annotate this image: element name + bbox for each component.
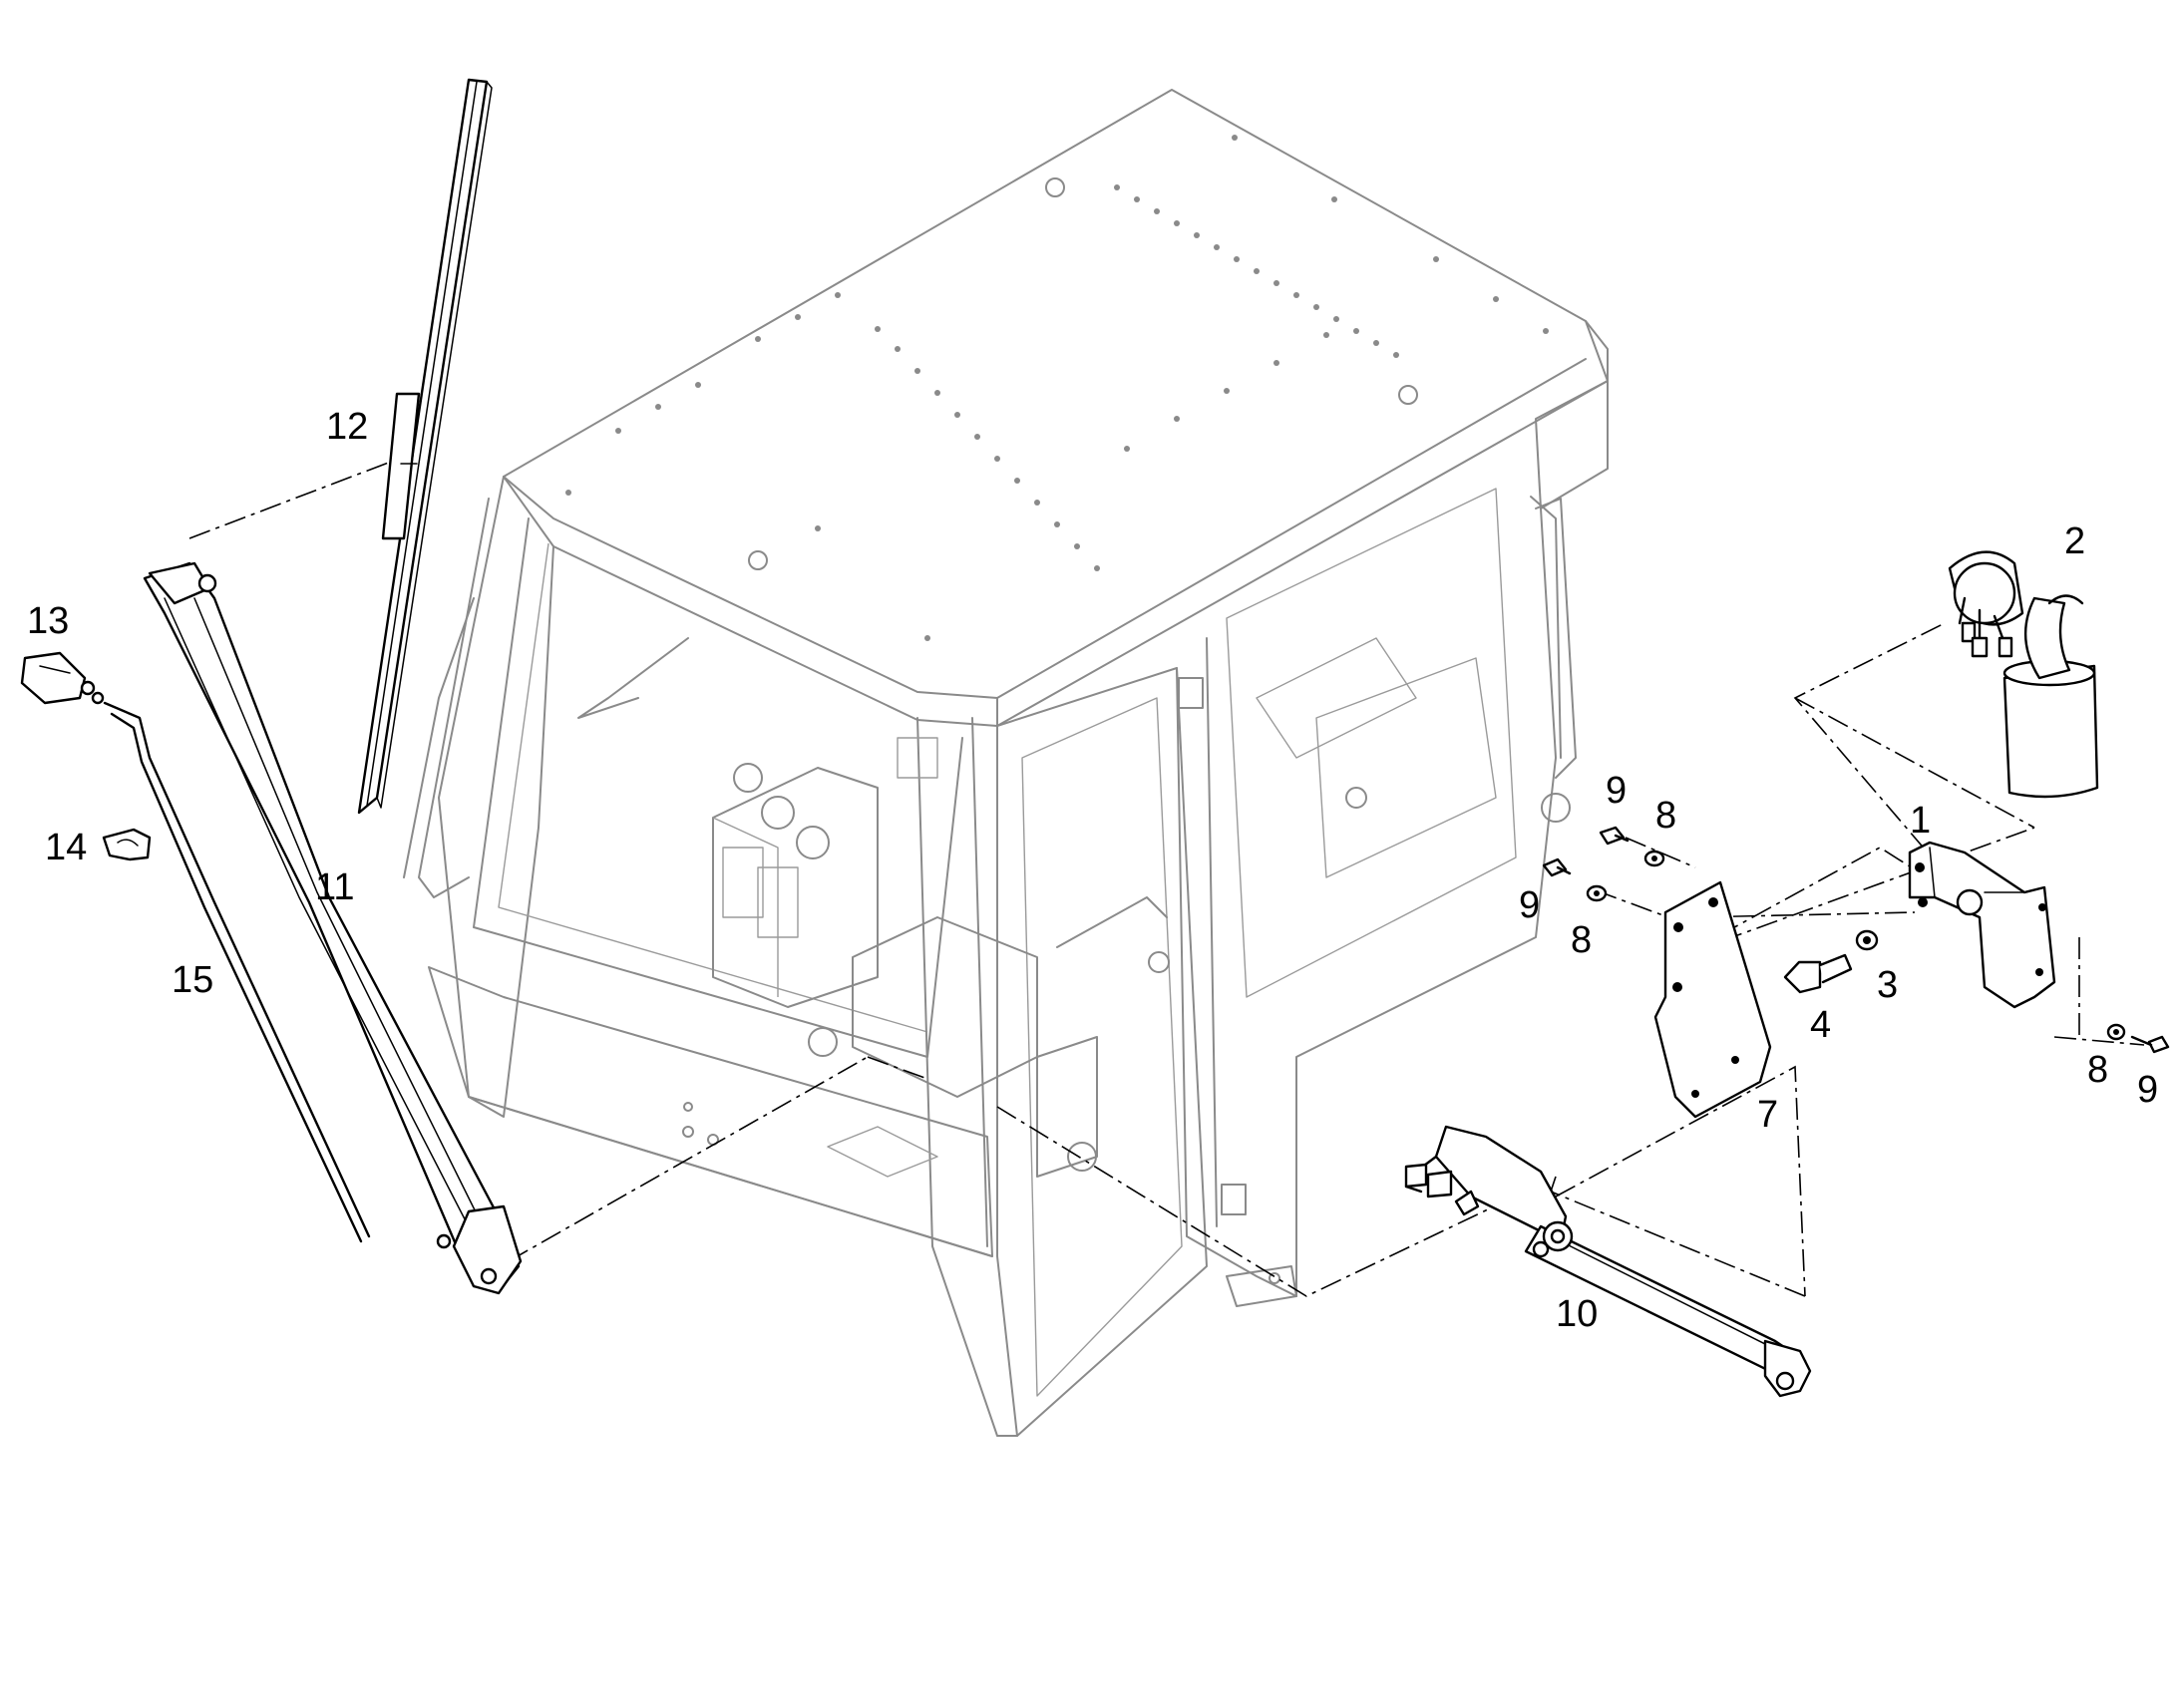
callout-9-left: 9: [1519, 884, 1540, 926]
washer-nozzle: [20, 651, 105, 705]
callout-8-left: 8: [1571, 919, 1592, 961]
callout-13: 13: [27, 600, 69, 642]
screw-9-left: [1542, 857, 1572, 877]
screw-9-right: [2130, 1035, 2170, 1054]
callout-10: 10: [1556, 1293, 1598, 1335]
washer-8-left: [1586, 884, 1608, 902]
callout-2: 2: [2064, 520, 2085, 562]
roof-bolts: [565, 135, 1549, 641]
wiper-motor-bracket: [1908, 841, 2056, 1009]
callout-12: 12: [326, 406, 368, 448]
callout-7: 7: [1757, 1094, 1778, 1136]
callout-14: 14: [45, 827, 87, 868]
wiper-linkage: [1404, 1125, 1812, 1398]
callout-11: 11: [315, 866, 354, 908]
washer-8-right: [2106, 1023, 2126, 1041]
mounting-plate: [1653, 880, 1772, 1119]
callout-4: 4: [1810, 1004, 1831, 1046]
callout-15: 15: [172, 959, 213, 1001]
washer-3: [1855, 929, 1879, 951]
wiper-blade: [357, 78, 493, 815]
callout-8-right: 8: [2087, 1049, 2108, 1091]
operator-cab: [403, 89, 1609, 1437]
callout-9-right: 9: [2137, 1069, 2158, 1111]
wiper-motor: [1948, 550, 2099, 799]
callout-9-top: 9: [1606, 770, 1627, 812]
screw-9-top: [1599, 826, 1630, 846]
washer-hose: [103, 701, 371, 1243]
fasteners: [1542, 826, 2170, 1054]
callout-1: 1: [1910, 800, 1931, 842]
callout-3: 3: [1877, 964, 1898, 1006]
wiper-arm: [143, 561, 523, 1295]
washer-8-top: [1643, 850, 1665, 867]
bolt-4: [1783, 953, 1853, 994]
callout-8-top: 8: [1655, 795, 1676, 837]
callouts: 1 2 3 4 7 8 8 8 9 9 9 10 11 12 13 14 15: [27, 406, 2158, 1335]
hose-clip: [102, 828, 152, 861]
